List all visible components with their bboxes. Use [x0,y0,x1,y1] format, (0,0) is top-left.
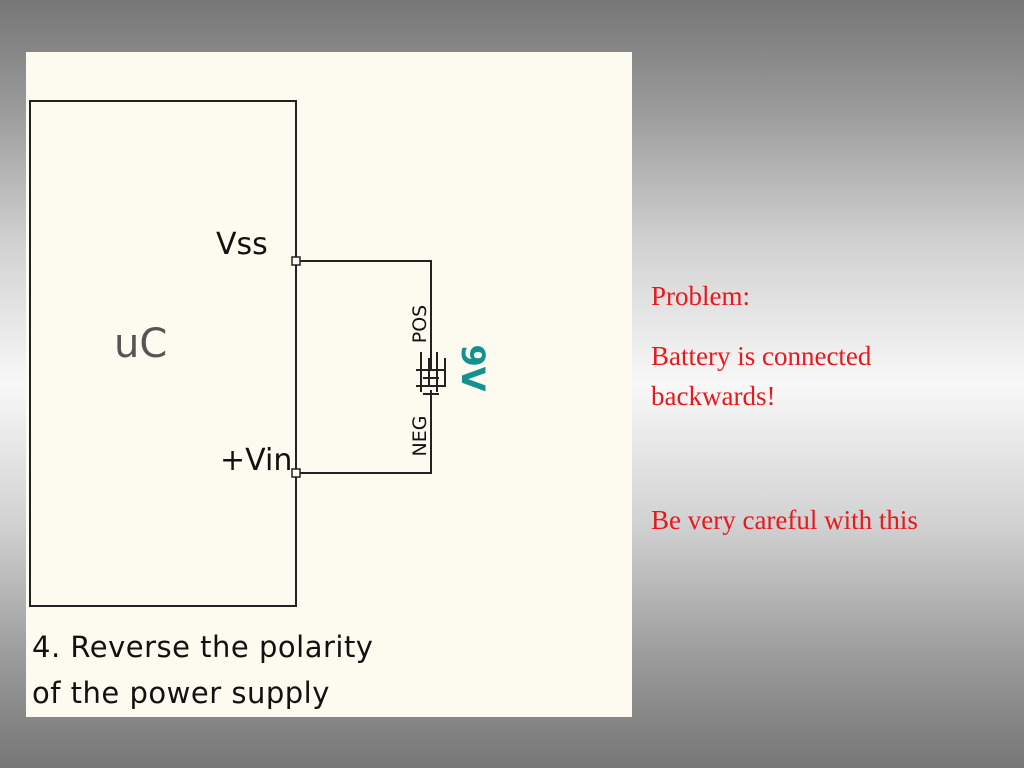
vss-pin-node [291,256,301,266]
problem-line-2: backwards! [651,381,776,411]
uc-label: uC [114,321,167,367]
vin-pin-node [291,468,301,478]
uc-box [29,100,297,607]
battery-pos-label: POS [409,305,431,343]
wire-vss-to-battery [296,260,432,370]
wire-battery-to-vin [296,390,432,474]
schematic: uC Vss +Vin POS NEG 9V [29,100,492,607]
problem-heading: Problem: [651,281,750,311]
vin-pin-label: +Vin [220,443,292,478]
circuit-diagram: uC Vss +Vin POS NEG 9V 4. Reverse t [26,52,632,717]
caption-line-1: 4. Reverse the polarity [32,630,374,664]
battery-cells-vertical [420,352,446,392]
battery-voltage-label: 9V [454,344,492,391]
vss-pin-label: Vss [216,227,268,262]
warning-text: Be very careful with this [651,505,918,535]
problem-notes: Problem: Battery is connected backwards!… [651,276,1011,540]
problem-line-1: Battery is connected [651,341,872,371]
battery-neg-label: NEG [409,416,431,457]
caption-line-2: of the power supply [32,676,330,710]
